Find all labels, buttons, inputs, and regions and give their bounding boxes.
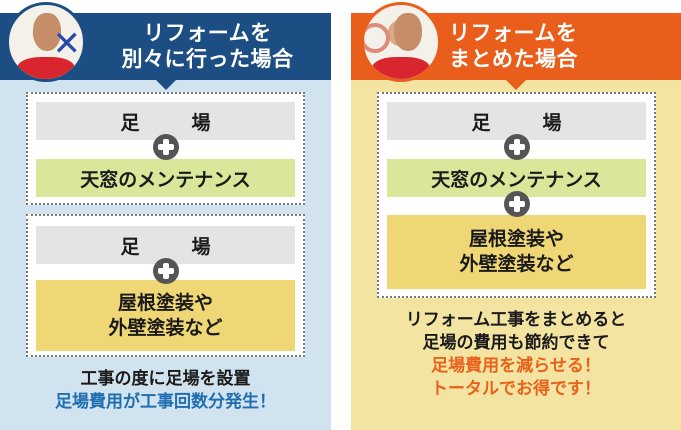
painting-bar: 屋根塗装や 外壁塗装など [36,280,295,351]
caption-line-2-highlight: 足場費用が工事回数分発生！ [55,392,276,412]
combined-reform-panel: リフォームを まとめた場合 足場 天窓のメンテナンス 屋根塗装や 外壁塗装など … [351,2,681,430]
panel-title: リフォームを まとめた場合 [413,20,673,72]
combined-work-box: 足場 天窓のメンテナンス 屋根塗装や 外壁塗装など [377,92,656,298]
caption-line-1: 工事の度に足場を設置 [80,369,251,389]
painting-line-2: 外壁塗装など [108,316,223,339]
scaffold-bar: 足場 [36,102,295,140]
skylight-maintenance-bar: 天窓のメンテナンス [36,159,295,197]
title-line-2: 別々に行った場合 [121,47,294,71]
work-box-skylight: 足場 天窓のメンテナンス [26,92,305,205]
circle-mark-icon [364,23,390,53]
scaffold-label-b: 場 [542,111,562,134]
scaffold-label-b: 場 [191,111,211,134]
painting-bar: 屋根塗装や 外壁塗装など [387,215,646,289]
avatar-face [33,13,61,51]
title-line-1: リフォームを [143,21,272,45]
avatar [361,2,441,82]
plus-icon [503,134,530,160]
caption-line-3-highlight: 足場費用を減らせる！ [431,356,601,376]
plus-icon [152,258,179,284]
painting-line-1: 屋根塗装や [117,291,213,314]
painting-line-2: 外壁塗装など [459,253,574,275]
avatar-face [394,13,422,51]
scaffold-bar: 足場 [36,226,295,264]
avatar-shirt [17,57,75,79]
plus-icon [503,191,530,217]
caption-line-2: 足場の費用も節約できて [422,333,610,353]
scaffold-label-b: 場 [191,235,211,258]
painting-line-1: 屋根塗装や [468,228,564,250]
skylight-maintenance-bar: 天窓のメンテナンス [387,159,646,197]
plus-icon [152,134,179,160]
avatar: ✕ [6,2,86,82]
work-box-painting: 足場 屋根塗装や 外壁塗装など [26,214,305,357]
cross-mark-icon: ✕ [52,24,82,64]
panel-title: リフォームを 別々に行った場合 [92,20,323,72]
scaffold-label-a: 足 [120,235,140,258]
scaffold-label-a: 足 [471,111,491,134]
combined-caption: リフォーム工事をまとめると 足場の費用も節約できて 足場費用を減らせる！ トータ… [351,309,681,401]
down-pointer-icon [155,80,176,90]
caption-line-1: リフォーム工事をまとめると [405,310,627,330]
scaffold-bar: 足場 [387,102,646,140]
title-line-2: まとめた場合 [449,47,578,71]
separate-caption: 工事の度に足場を設置 足場費用が工事回数分発生！ [0,368,331,414]
scaffold-label-a: 足 [120,111,140,134]
caption-line-4-highlight: トータルでお得です！ [431,379,601,399]
avatar-shirt [372,57,430,79]
down-pointer-icon [506,80,526,90]
title-line-1: リフォームを [449,21,578,45]
separate-reform-panel: リフォームを 別々に行った場合 ✕ 足場 天窓のメンテナンス 足場 屋根塗装や … [0,2,331,430]
